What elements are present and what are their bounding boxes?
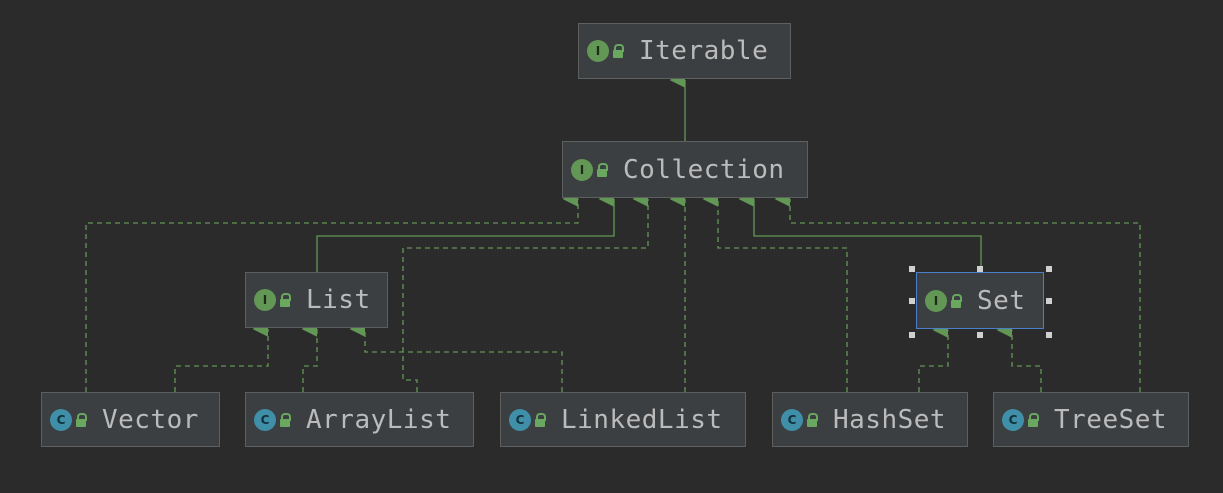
unlocked-padlock-icon [535, 412, 547, 427]
resize-handle[interactable] [909, 332, 915, 338]
node-label: HashSet [833, 404, 947, 435]
node-label: Set [977, 285, 1026, 316]
node-label: List [306, 285, 371, 315]
interface-icon: I [571, 158, 593, 181]
node-label: TreeSet [1054, 404, 1168, 435]
node-label: Vector [102, 404, 199, 435]
node-label: Collection [623, 154, 785, 185]
resize-handle[interactable] [1046, 298, 1052, 304]
class-icon: C [50, 408, 72, 431]
edge-hashset-to-collection [702, 191, 848, 392]
node-hashset[interactable]: C HashSet [772, 392, 968, 447]
unlocked-padlock-icon [807, 412, 819, 427]
resize-handle[interactable] [977, 266, 983, 272]
unlocked-padlock-icon [613, 44, 625, 58]
resize-handle[interactable] [977, 332, 983, 338]
edge-vector-to-collection [85, 191, 579, 392]
resize-handle[interactable] [1046, 266, 1052, 272]
edge-set-to-collection [738, 191, 982, 272]
node-treeset[interactable]: C TreeSet [993, 392, 1189, 447]
edge-arraylist-to-collection [402, 191, 649, 392]
class-icon: C [781, 408, 803, 431]
node-label: Iterable [639, 36, 769, 66]
resize-handle[interactable] [909, 266, 915, 272]
unlocked-padlock-icon [597, 162, 609, 177]
resize-handle[interactable] [1046, 332, 1052, 338]
class-icon: C [509, 408, 531, 431]
unlocked-padlock-icon [951, 293, 963, 308]
node-linkedlist[interactable]: C LinkedList [500, 392, 746, 447]
node-label: LinkedList [561, 404, 723, 435]
node-vector[interactable]: C Vector [41, 392, 220, 447]
edge-vector-to-list [174, 321, 269, 392]
node-arraylist[interactable]: C ArrayList [245, 392, 474, 447]
node-iterable[interactable]: I Iterable [578, 23, 791, 79]
edge-linkedlist-to-list [349, 321, 563, 392]
unlocked-padlock-icon [280, 293, 292, 307]
node-label: ArrayList [306, 404, 452, 435]
edge-list-to-collection [316, 191, 615, 272]
node-collection[interactable]: I Collection [562, 141, 808, 198]
node-set[interactable]: I Set [916, 272, 1044, 329]
edge-arraylist-to-list [301, 321, 318, 392]
interface-icon: I [587, 40, 609, 62]
unlocked-padlock-icon [280, 412, 292, 427]
interface-icon: I [254, 289, 276, 311]
resize-handle[interactable] [909, 298, 915, 304]
node-list[interactable]: I List [245, 272, 388, 328]
edge-treeset-to-collection [774, 191, 1141, 392]
edge-hashset-to-set [918, 322, 949, 392]
class-icon: C [1002, 408, 1024, 431]
class-icon: C [254, 408, 276, 431]
unlocked-padlock-icon [76, 412, 88, 427]
edge-treeset-to-set [996, 322, 1042, 392]
interface-icon: I [925, 289, 947, 312]
unlocked-padlock-icon [1028, 412, 1040, 427]
